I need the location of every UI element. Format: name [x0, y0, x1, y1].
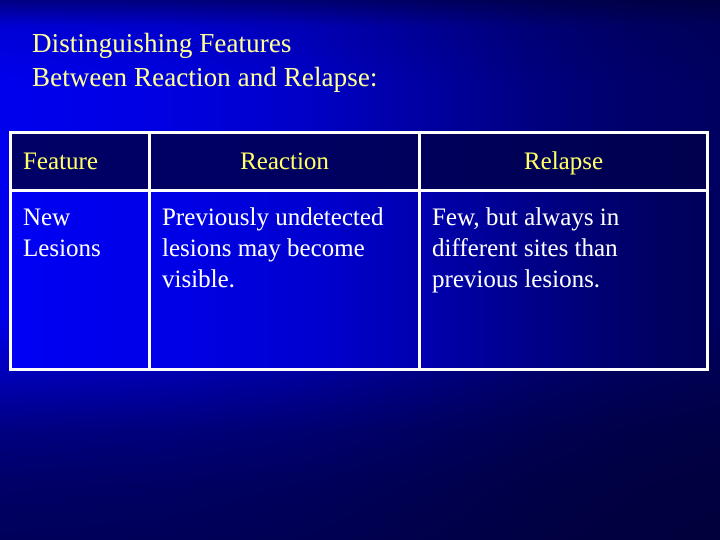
column-header-reaction-label: Reaction [240, 147, 329, 175]
table-row: New Lesions Previously undetected lesion… [12, 192, 706, 368]
cell-feature-text: New Lesions [23, 204, 101, 262]
column-header-relapse: Relapse [418, 134, 706, 189]
column-header-feature: Feature [12, 134, 148, 189]
slide-title: Distinguishing Features Between Reaction… [32, 26, 692, 94]
comparison-table: Feature Reaction Relapse New Lesions Pre… [9, 131, 709, 371]
cell-reaction: Previously undetected lesions may become… [148, 192, 418, 368]
cell-relapse-text: Few, but always in different sites than … [432, 204, 620, 293]
column-header-relapse-label: Relapse [523, 147, 604, 175]
cell-reaction-text: Previously undetected lesions may become… [162, 204, 384, 293]
column-header-feature-label: Feature [23, 147, 98, 175]
slide-title-line-2: Between Reaction and Relapse: [32, 62, 378, 92]
column-header-reaction: Reaction [148, 134, 418, 189]
cell-relapse: Few, but always in different sites than … [418, 192, 706, 368]
cell-feature: New Lesions [12, 192, 148, 368]
slide-title-line-1: Distinguishing Features [32, 28, 292, 58]
table-header-row: Feature Reaction Relapse [12, 134, 706, 192]
